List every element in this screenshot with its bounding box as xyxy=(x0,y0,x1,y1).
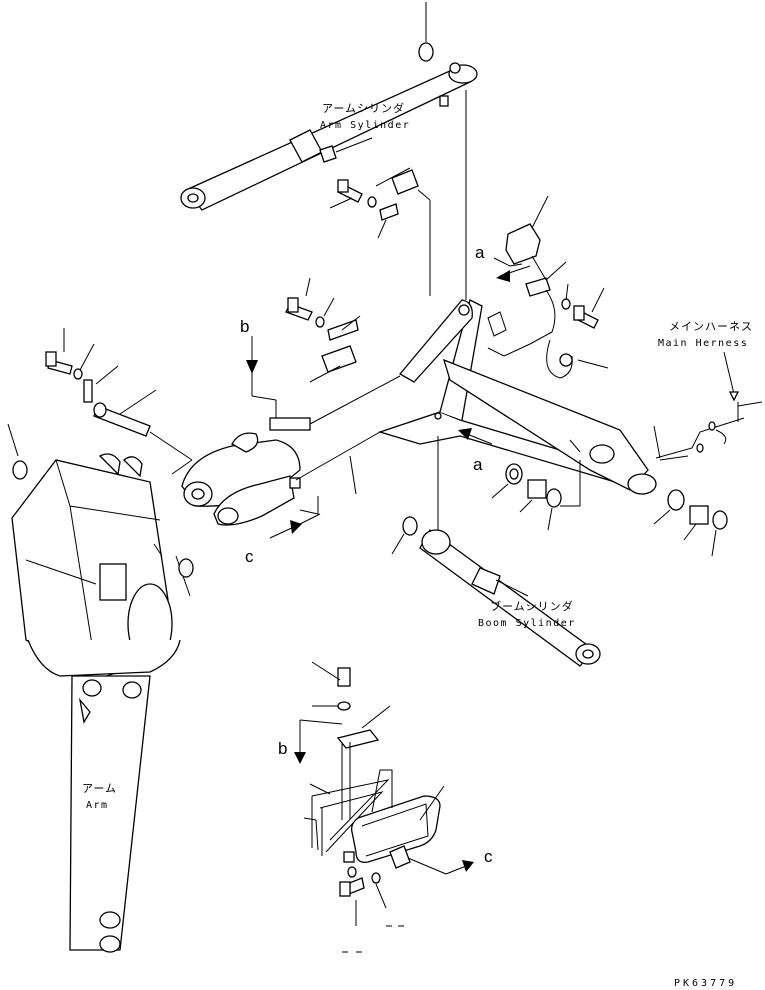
boom xyxy=(181,299,657,526)
ref-c-right: c xyxy=(484,847,493,866)
ref-b-upper: b xyxy=(240,317,249,336)
ref-a-upper: a xyxy=(475,243,485,262)
arm xyxy=(11,453,181,953)
boom-cylinder-jp-label: ブームシリンダ xyxy=(490,599,574,613)
washer-boom-cylinder xyxy=(402,516,418,536)
main-harness-jp-label: メインハーネス xyxy=(669,320,753,333)
ref-arrows xyxy=(246,265,531,875)
arm-jp-label: アーム xyxy=(82,782,117,795)
pin-bolt-group-upper xyxy=(329,167,431,296)
boom-cylinder-en-label: Boom Sylinder xyxy=(478,618,576,629)
ref-c-left: c xyxy=(245,547,254,566)
main-harness-en-label: Main Herness xyxy=(658,338,748,349)
pin-bolt-group-left xyxy=(45,328,193,475)
work-lamp-assembly xyxy=(487,195,609,379)
boom-bushings xyxy=(491,439,728,557)
washer-top xyxy=(418,42,434,62)
ref-b-lower: b xyxy=(278,739,287,758)
ref-a-lower: a xyxy=(473,455,483,474)
drawing-code: PK63779 xyxy=(674,978,737,989)
arm-cylinder-en-label: Arm Sylinder xyxy=(320,120,410,131)
lower-bracket-assembly xyxy=(299,661,447,953)
boom-cylinder xyxy=(419,529,601,667)
arm-en-label: Arm xyxy=(86,800,109,811)
pin-bolt-group-middle xyxy=(285,277,361,383)
main-harness xyxy=(653,401,763,461)
arm-cylinder-jp-label: アームシリンダ xyxy=(322,101,405,115)
washer-arm-side xyxy=(178,558,194,578)
arm-cylinder xyxy=(180,62,478,211)
washer-arm-top xyxy=(12,460,28,480)
